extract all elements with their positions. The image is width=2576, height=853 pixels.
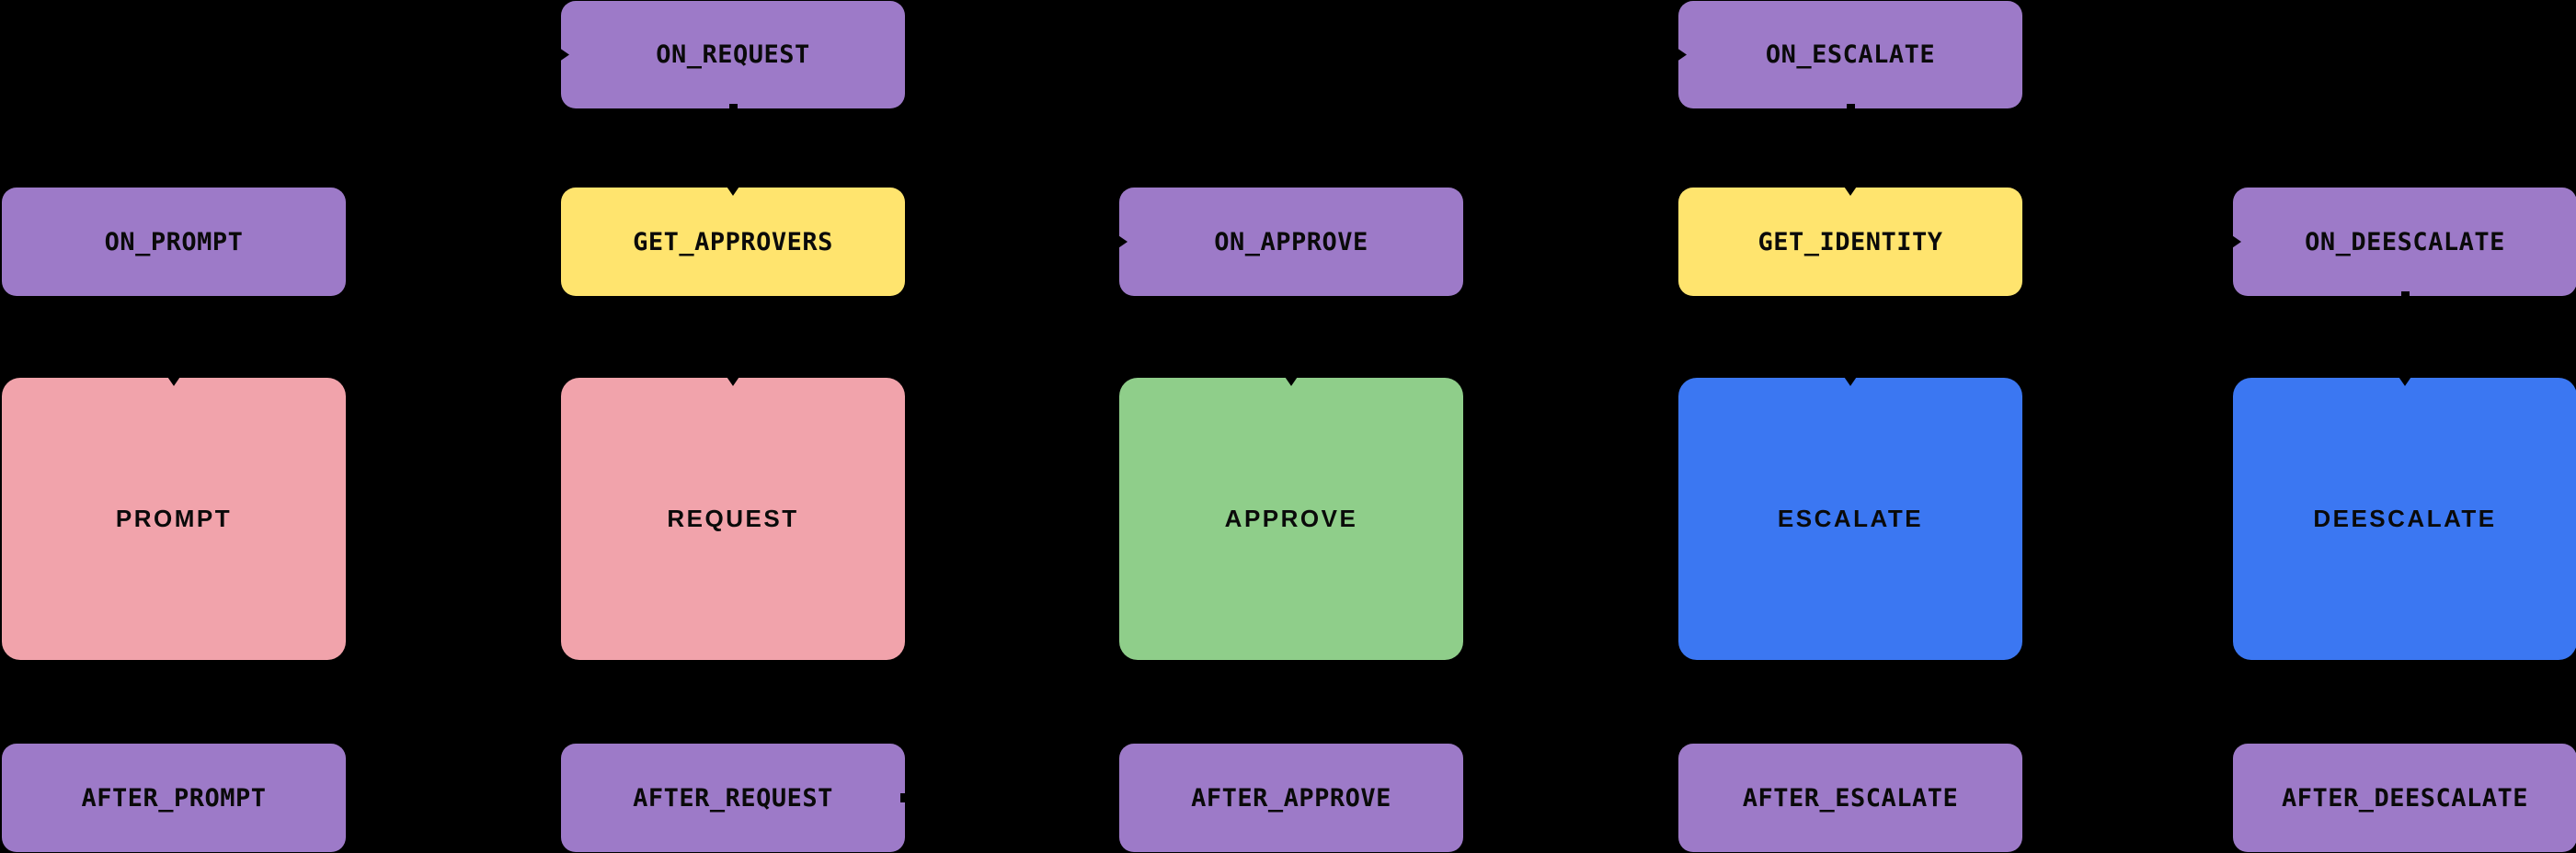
state-node-request: REQUEST <box>561 371 905 660</box>
on-prompt-label: ON_PROMPT <box>104 227 244 256</box>
hook-node-after-request: AFTER_REQUEST <box>561 744 909 852</box>
on-request-label: ON_REQUEST <box>656 40 810 69</box>
edge-stub-right-icon <box>900 793 909 802</box>
arrowhead-down-icon <box>1281 371 1301 386</box>
arrowhead-down-icon <box>2395 371 2415 386</box>
on-approve-label: ON_APPROVE <box>1214 227 1368 256</box>
hook-node-on-approve: ON_APPROVE <box>1113 188 1463 296</box>
get-approvers-label: GET_APPROVERS <box>633 227 833 256</box>
state-node-approve: APPROVE <box>1119 371 1463 660</box>
hook-node-get-approvers: GET_APPROVERS <box>561 181 905 296</box>
approve-label: APPROVE <box>1224 505 1358 532</box>
arrowhead-right-icon <box>1113 232 1128 252</box>
hook-node-on-deescalate: ON_DEESCALATE <box>2227 188 2576 300</box>
arrowhead-down-icon <box>164 371 184 386</box>
hook-node-after-escalate: AFTER_ESCALATE <box>1678 744 2022 852</box>
edge-stub-bottom-icon <box>729 104 738 112</box>
arrowhead-right-icon <box>2227 232 2241 252</box>
edge-stub-bottom-icon <box>1847 104 1855 112</box>
after-deescalate-label: AFTER_DEESCALATE <box>2281 783 2529 813</box>
after-approve-label: AFTER_APPROVE <box>1191 783 1391 813</box>
request-label: REQUEST <box>667 505 799 532</box>
hook-node-on-escalate: ON_ESCALATE <box>1672 1 2022 112</box>
hook-node-after-deescalate: AFTER_DEESCALATE <box>2233 744 2576 852</box>
escalate-label: ESCALATE <box>1777 505 1924 532</box>
get-identity-label: GET_IDENTITY <box>1757 227 1943 256</box>
hook-node-on-prompt: ON_PROMPT <box>2 188 346 296</box>
arrowhead-down-icon <box>1840 371 1860 386</box>
hook-node-after-prompt: AFTER_PROMPT <box>2 744 346 852</box>
hook-node-get-identity: GET_IDENTITY <box>1678 181 2022 296</box>
state-node-prompt: PROMPT <box>2 371 346 660</box>
deescalate-label: DEESCALATE <box>2313 505 2497 532</box>
arrowhead-right-icon <box>555 44 569 65</box>
state-node-deescalate: DEESCALATE <box>2233 371 2576 660</box>
arrowhead-down-icon <box>1840 181 1860 196</box>
on-escalate-label: ON_ESCALATE <box>1765 40 1936 69</box>
state-node-escalate: ESCALATE <box>1678 371 2022 660</box>
arrowhead-down-icon <box>723 181 743 196</box>
hook-node-on-request: ON_REQUEST <box>555 1 905 112</box>
after-escalate-label: AFTER_ESCALATE <box>1742 783 1959 813</box>
arrowhead-down-icon <box>723 371 743 386</box>
prompt-label: PROMPT <box>115 505 233 532</box>
on-deescalate-label: ON_DEESCALATE <box>2305 227 2505 256</box>
arrowhead-right-icon <box>1672 44 1687 65</box>
after-prompt-label: AFTER_PROMPT <box>81 783 267 813</box>
edge-stub-bottom-icon <box>2401 291 2410 300</box>
after-request-label: AFTER_REQUEST <box>633 783 833 813</box>
hook-node-after-approve: AFTER_APPROVE <box>1119 744 1463 852</box>
